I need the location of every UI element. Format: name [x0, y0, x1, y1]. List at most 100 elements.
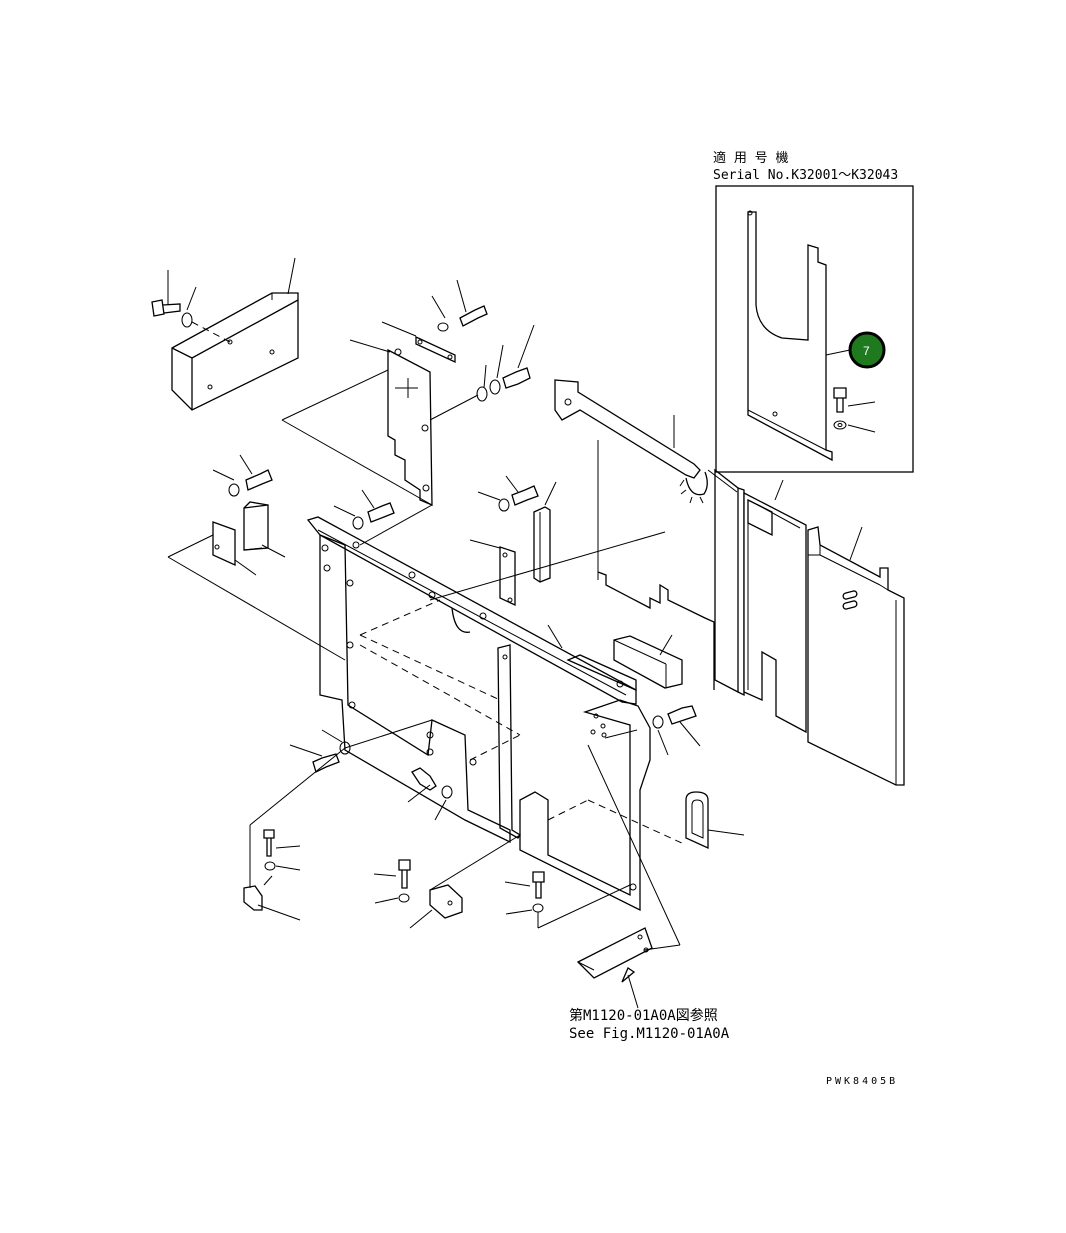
leader-line [275, 865, 301, 871]
washer [476, 386, 488, 402]
bolt [151, 299, 181, 317]
leader-line [321, 729, 343, 743]
u-channel [685, 791, 709, 850]
washer [441, 785, 453, 799]
bolt [367, 502, 395, 523]
leader-line [239, 454, 253, 475]
leader-line [825, 349, 851, 356]
leader-line [505, 475, 519, 493]
drawing-code: PWK8405B [826, 1076, 898, 1087]
washer [437, 322, 449, 332]
leader-line [289, 744, 323, 757]
leader-line [373, 873, 397, 877]
rail-lower-profile [597, 571, 715, 690]
washer [339, 741, 351, 755]
leader-line [374, 897, 399, 904]
bolt [263, 829, 275, 857]
leader-line [679, 721, 701, 747]
rail-clamp [685, 471, 708, 496]
reference-note-jp: 第M1120-01A0A図参照 [569, 1007, 718, 1024]
leader-line [234, 559, 257, 576]
washer [498, 498, 510, 512]
leader-line [186, 286, 197, 311]
washer [181, 312, 193, 328]
inset-plate [747, 211, 833, 462]
bolt [398, 859, 411, 889]
leader-line [774, 479, 784, 501]
frame-left-plate [319, 534, 511, 844]
leader-line [517, 324, 535, 369]
leader-line [659, 634, 673, 656]
bolt [532, 871, 545, 899]
right-side-panel [807, 526, 905, 786]
bottom-parts [243, 705, 745, 1009]
washer [489, 379, 501, 395]
leader-line [849, 526, 863, 561]
leader-line [544, 481, 557, 506]
inset-frame [715, 185, 914, 473]
frame-right-post [497, 644, 521, 839]
reference-arrow [627, 974, 639, 1009]
inset-plate-edge [747, 409, 827, 451]
serial-heading-jp: 適 用 号 機 [713, 150, 788, 166]
washer [352, 516, 364, 530]
long-block [613, 635, 683, 689]
leader-line [407, 784, 431, 803]
leader-line [456, 279, 467, 313]
angle-plate [576, 927, 653, 979]
bolt [245, 469, 273, 491]
channel-panel-front [714, 468, 739, 694]
leader-line [504, 881, 531, 887]
rail-bar [554, 379, 701, 479]
washer [228, 483, 240, 497]
frame-right-plate [519, 699, 651, 912]
leader-line [287, 257, 296, 295]
callout-marker-circle[interactable] [848, 331, 886, 369]
serial-number-range: Serial No.K32001～K32043 [713, 168, 898, 183]
leader-line [409, 909, 433, 929]
leader-line [477, 491, 501, 501]
bolt [502, 367, 531, 389]
leader-line [212, 469, 235, 481]
left-block-parts [167, 454, 346, 661]
right-rail [554, 379, 738, 690]
center-bracket-parts [333, 475, 683, 689]
channel-panel [743, 491, 807, 734]
main-frame [306, 516, 687, 946]
washer [652, 715, 664, 729]
frame-beam [306, 516, 637, 705]
right-channel-panel [714, 468, 807, 734]
leader-line [431, 295, 446, 319]
leader-line [505, 909, 533, 915]
inset-hole [747, 210, 753, 216]
inset-bolt [833, 387, 847, 413]
bracket-strip [415, 335, 456, 364]
leader-line [707, 829, 745, 836]
reference-arrow-head [621, 967, 636, 983]
leader-line [604, 729, 638, 739]
leader-line [349, 339, 391, 353]
leader-line [381, 321, 417, 337]
leader-line [547, 624, 563, 649]
leader-line [847, 401, 876, 407]
bracket-clip [243, 885, 263, 911]
leader-line [361, 489, 375, 509]
callout-marker-label[interactable]: 7 [863, 344, 870, 358]
block-spacer [533, 506, 551, 583]
serial-inset: 適 用 号 機 Serial No.K32001～K32043 7 [713, 150, 914, 473]
washer [398, 893, 410, 903]
leader-line [261, 544, 286, 558]
leader-line [333, 505, 356, 517]
leader-line [275, 845, 301, 849]
bolt [511, 485, 539, 506]
leader-line [657, 729, 669, 756]
small-clamp [429, 884, 463, 919]
leader-line [496, 344, 504, 379]
leader-line [434, 799, 447, 821]
bolt [459, 305, 488, 327]
bolt [667, 705, 697, 725]
bolt [411, 767, 437, 791]
inset-washer [833, 420, 847, 430]
upper-bracket-plate [281, 279, 535, 546]
